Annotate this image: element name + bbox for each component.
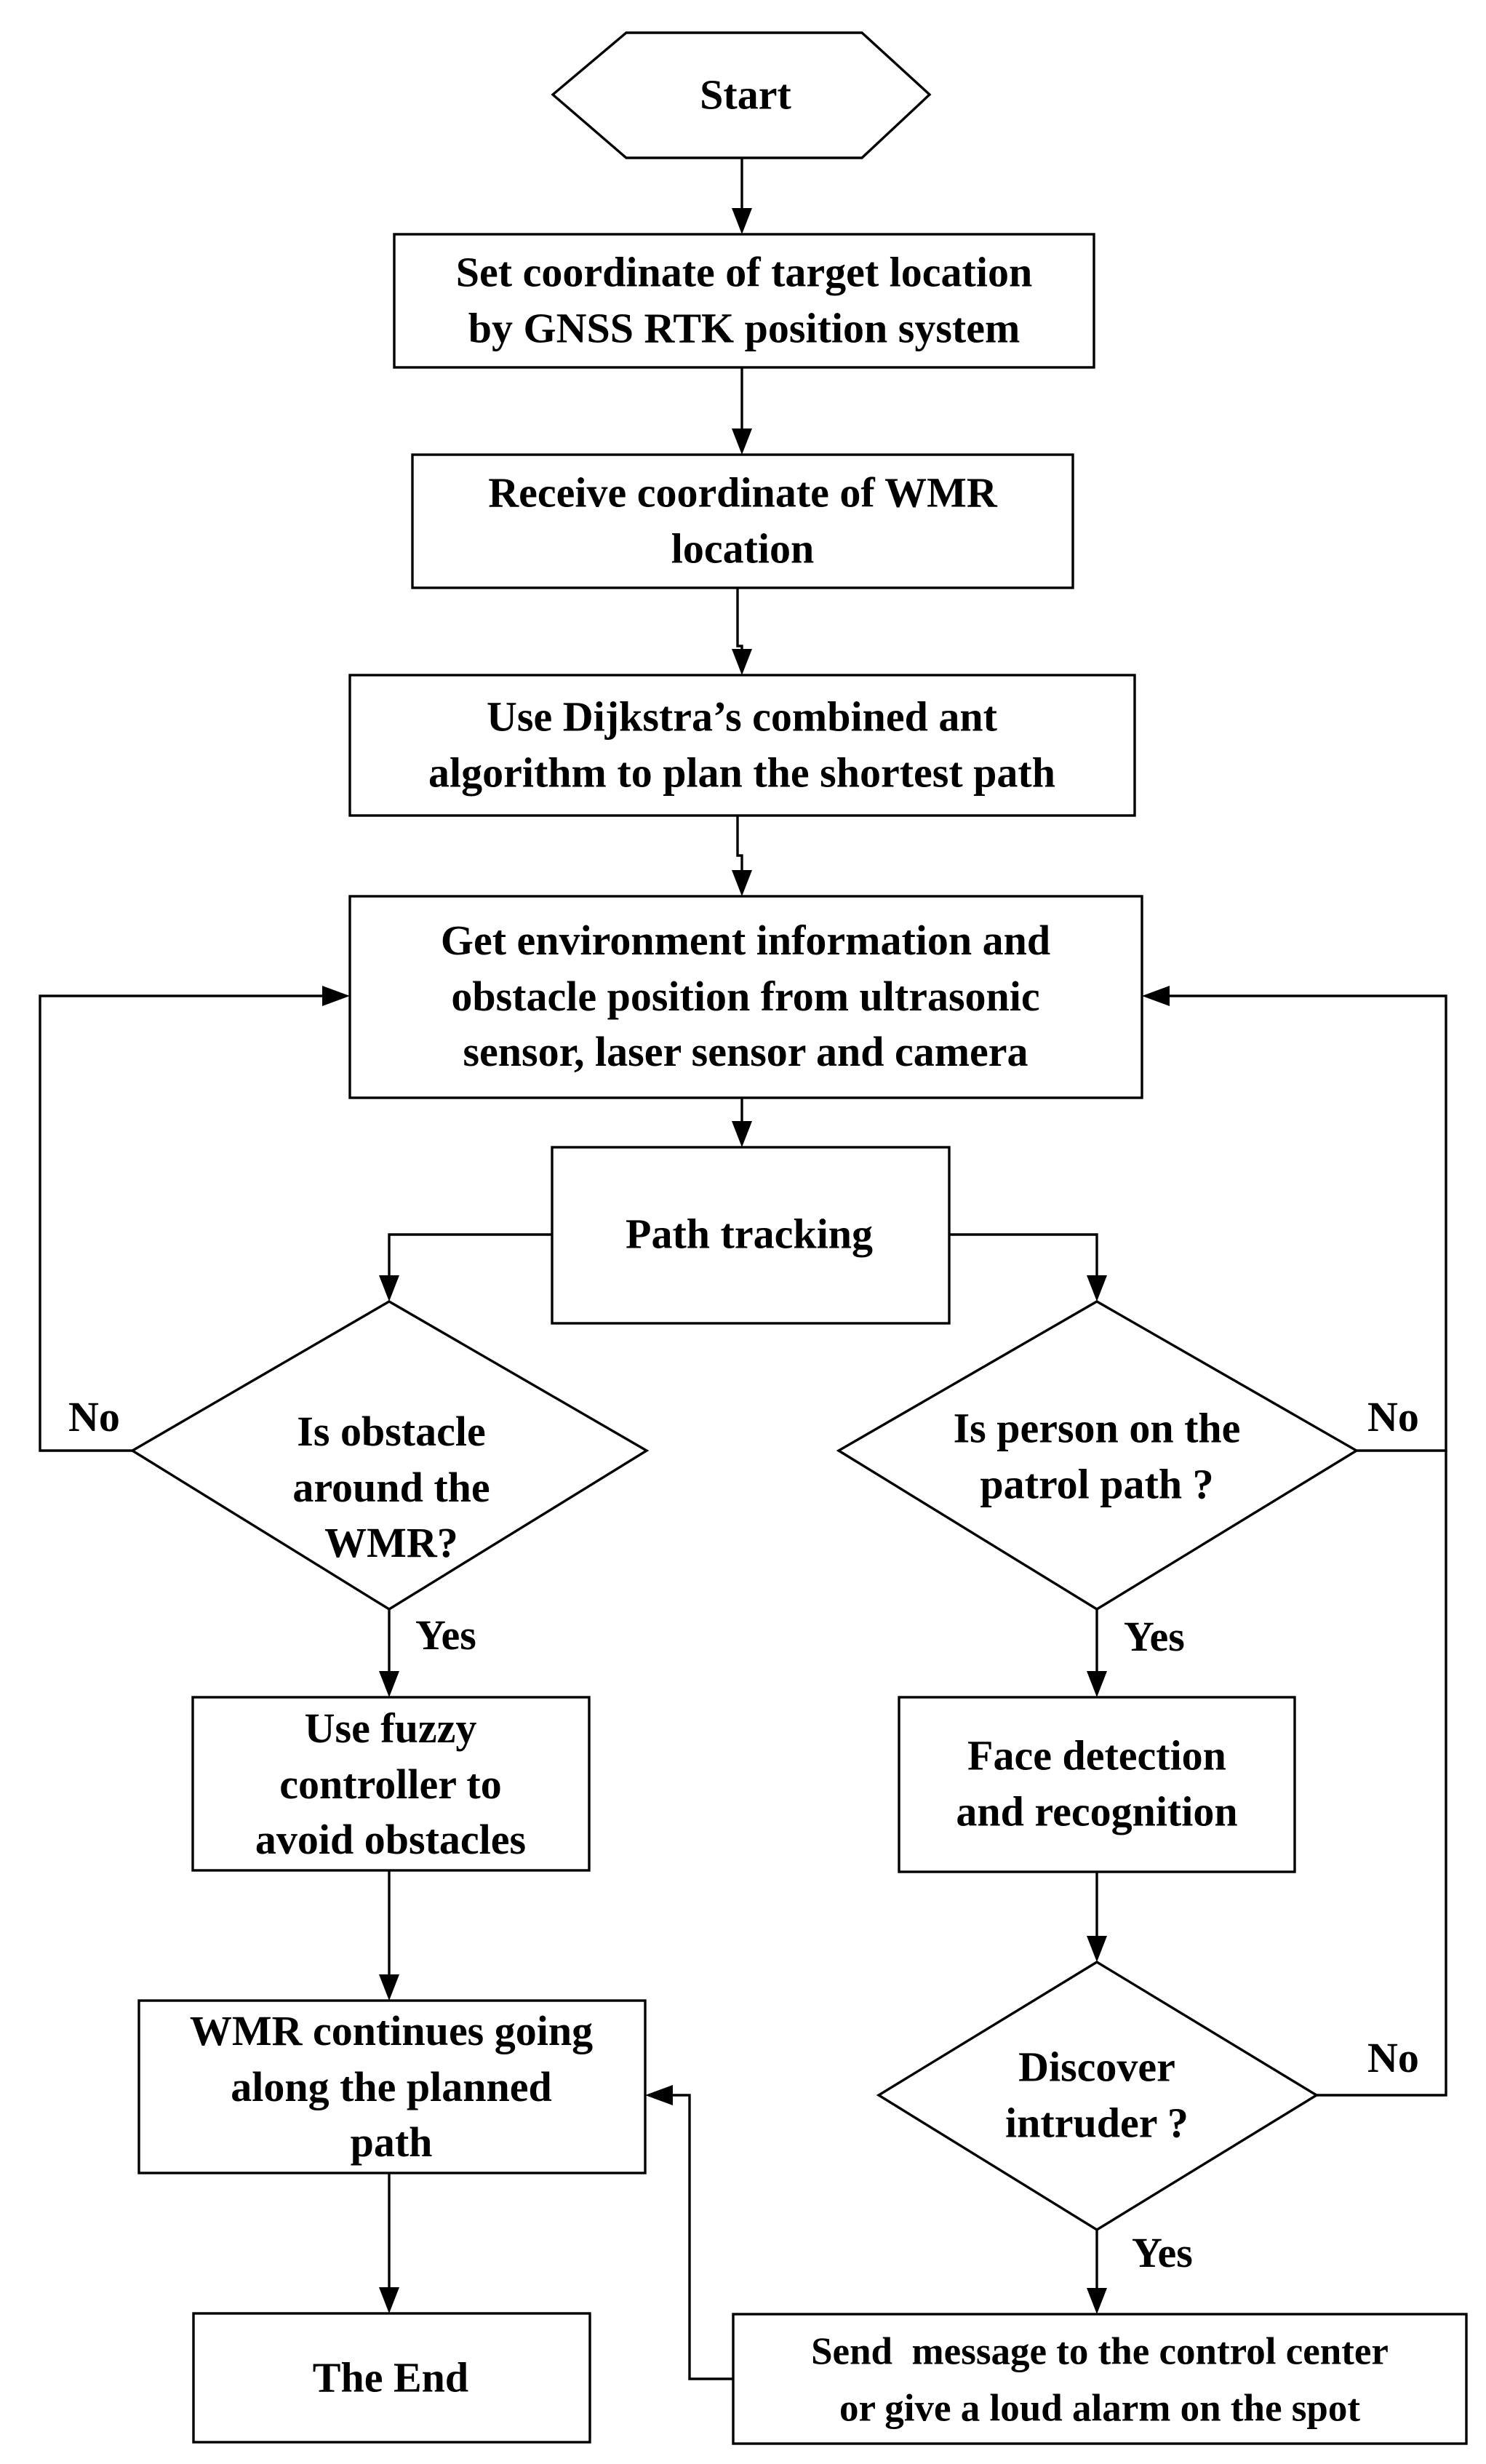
obstacle-yes-label: Yes <box>415 1611 476 1659</box>
obstacle-decision-label: Is obstacle around the WMR? <box>292 1408 490 1567</box>
connector-dijkstra-environment <box>736 816 743 870</box>
connector-intruder-no-loop <box>1317 1451 1447 2097</box>
continues-box <box>137 1999 647 2174</box>
start-label: Start <box>700 71 791 119</box>
path-tracking-box <box>551 1146 951 1325</box>
get-environment-label: Get environment information and obstacle… <box>440 917 1051 1076</box>
arrowhead-start-set <box>732 208 752 234</box>
arrowhead-send-continues <box>645 2085 673 2105</box>
connector-tracking-obstacle <box>388 1233 552 1275</box>
person-decision-label: Is person on the patrol path ? <box>953 1404 1241 1507</box>
receive-wmr-label: Receive coordinate of WMR location <box>488 469 997 572</box>
arrowhead-dijkstra-environment <box>732 870 752 896</box>
get-environment-box <box>348 895 1143 1099</box>
fuzzy-controller-label: Use fuzzy controller to avoid obstacles <box>255 1705 527 1864</box>
arrowhead-person-no-loop <box>1142 986 1170 1006</box>
arrowhead-receive-dijkstra <box>732 649 752 675</box>
person-yes-label: Yes <box>1124 1613 1185 1660</box>
connector-obstacle-no-loop <box>39 994 322 1452</box>
arrowhead-obstacle-yes <box>379 1671 399 1697</box>
obstacle-no-label: No <box>68 1393 120 1440</box>
arrowhead-tracking-person <box>1087 1275 1107 1301</box>
arrowhead-fuzzy-continues <box>379 1974 399 2001</box>
send-message-box <box>732 2313 1468 2445</box>
person-no-label: No <box>1367 1393 1419 1440</box>
set-target-label: Set coordinate of target location by GNS… <box>455 248 1033 351</box>
intruder-decision-label: Discover intruder ? <box>1005 2043 1189 2146</box>
arrowhead-face-intruder <box>1087 1936 1107 1962</box>
intruder-yes-label: Yes <box>1132 2229 1193 2276</box>
connector-tracking-person <box>949 1233 1098 1275</box>
send-message-label: Send message to the control center or gi… <box>811 2330 1389 2430</box>
connector-receive-dijkstra <box>736 588 743 649</box>
receive-wmr-box <box>411 453 1074 589</box>
continues-label: WMR continues going along the planned pa… <box>189 2007 594 2166</box>
dijkstra-label: Use Dijkstra’s combined ant algorithm to… <box>428 693 1055 796</box>
set-target-box <box>393 233 1095 369</box>
arrowhead-tracking-obstacle <box>379 1275 399 1301</box>
intruder-no-label: No <box>1367 2034 1419 2081</box>
end-box <box>192 2312 591 2444</box>
arrowhead-obstacle-no-loop <box>322 986 350 1006</box>
face-detection-label: Face detection and recognition <box>956 1731 1238 1835</box>
fuzzy-controller-box <box>191 1696 591 1872</box>
arrowhead-set-receive <box>732 428 752 455</box>
connector-send-continues <box>673 2094 733 2380</box>
connector-person-no-loop <box>1170 994 1447 1452</box>
start-terminal <box>551 31 932 159</box>
dijkstra-box <box>348 674 1136 817</box>
arrowhead-person-yes <box>1087 1671 1107 1697</box>
arrowhead-environment-tracking <box>732 1121 752 1147</box>
end-label: The End <box>312 2353 469 2401</box>
arrowhead-intruder-yes <box>1087 2288 1107 2314</box>
arrowhead-continues-end <box>379 2287 399 2313</box>
path-tracking-label: Path tracking <box>626 1210 873 1258</box>
